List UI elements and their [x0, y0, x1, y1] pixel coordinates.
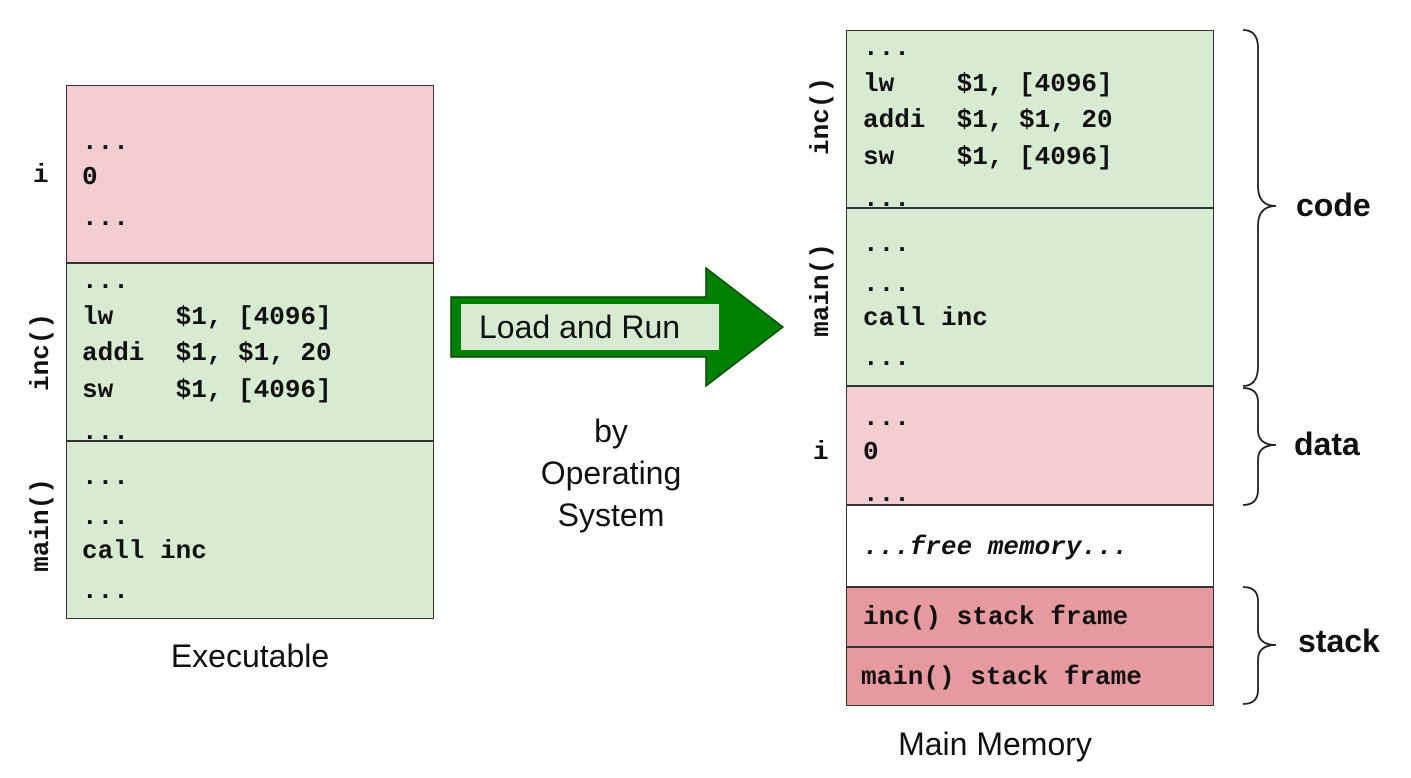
data-region-label: data [1294, 426, 1360, 462]
exe-inc-line: ... [82, 266, 129, 296]
exe-inc-line: addi $1, $1, 20 [82, 338, 332, 368]
arrow-note-line: System [557, 497, 665, 533]
mem-stack-frame-inc: inc() stack frame [846, 587, 1214, 647]
mem-stack-frame-main: main() stack frame [846, 647, 1214, 706]
stack-region-label: stack [1298, 623, 1380, 659]
exe-data-line: 0 [82, 162, 98, 192]
exe-data-line: ... [82, 127, 129, 157]
mem-inc-segment: ... lw $1, [4096] addi $1, $1, 20 sw $1,… [846, 30, 1214, 212]
exe-main-line: ... [82, 462, 129, 492]
arrow-note-line: Operating [540, 455, 682, 491]
code-region-label: code [1296, 187, 1371, 223]
exe-inc-segment: ... lw $1, [4096] addi $1, $1, 20 sw $1,… [66, 263, 434, 445]
executable-caption: Executable [170, 638, 330, 674]
mem-main-line: call inc [863, 303, 988, 333]
exe-data-line: ... [82, 203, 129, 233]
code-brace-icon [1242, 29, 1277, 387]
mem-main-line: ... [863, 269, 910, 299]
arrow-note: by Operating System [541, 410, 682, 536]
mem-data-segment: ... 0 ... [846, 386, 1214, 509]
arrow-note-line: by [594, 413, 628, 449]
mem-data-line: ... [863, 479, 910, 509]
mem-main-line: ... [863, 229, 910, 259]
mem-inc-line: addi $1, $1, 20 [863, 105, 1113, 135]
mem-inc-line: ... [863, 33, 910, 63]
stack-frame-label: main() stack frame [861, 662, 1142, 692]
exe-inc-line: ... [82, 417, 129, 447]
exe-main-line: ... [82, 576, 129, 606]
mem-inc-line: ... [863, 184, 910, 214]
mem-free-segment: ...free memory... [846, 505, 1214, 587]
mem-data-label: i [813, 437, 829, 467]
mem-data-line: 0 [863, 437, 879, 467]
mem-inc-line: sw $1, [4096] [863, 142, 1113, 172]
exe-inc-line: sw $1, [4096] [82, 375, 332, 405]
mem-data-line: ... [863, 403, 910, 433]
stack-frame-label: inc() stack frame [863, 602, 1129, 632]
exe-inc-line: lw $1, [4096] [82, 302, 332, 332]
load-and-run-label: Load and Run [479, 309, 681, 345]
exe-main-segment: ... ... call inc ... [66, 441, 434, 619]
stack-brace-icon [1242, 586, 1277, 705]
main-memory-caption: Main Memory [898, 726, 1092, 762]
free-memory-label: ...free memory... [863, 532, 1129, 562]
exe-data-segment: ... 0 ... [66, 85, 434, 263]
mem-main-line: ... [863, 343, 910, 373]
exe-main-line: call inc [82, 536, 207, 566]
exe-main-line: ... [82, 502, 129, 532]
data-brace-icon [1242, 387, 1277, 506]
mem-inc-line: lw $1, [4096] [863, 69, 1113, 99]
exe-data-label: i [33, 160, 49, 190]
mem-main-segment: ... ... call inc ... [846, 208, 1214, 386]
